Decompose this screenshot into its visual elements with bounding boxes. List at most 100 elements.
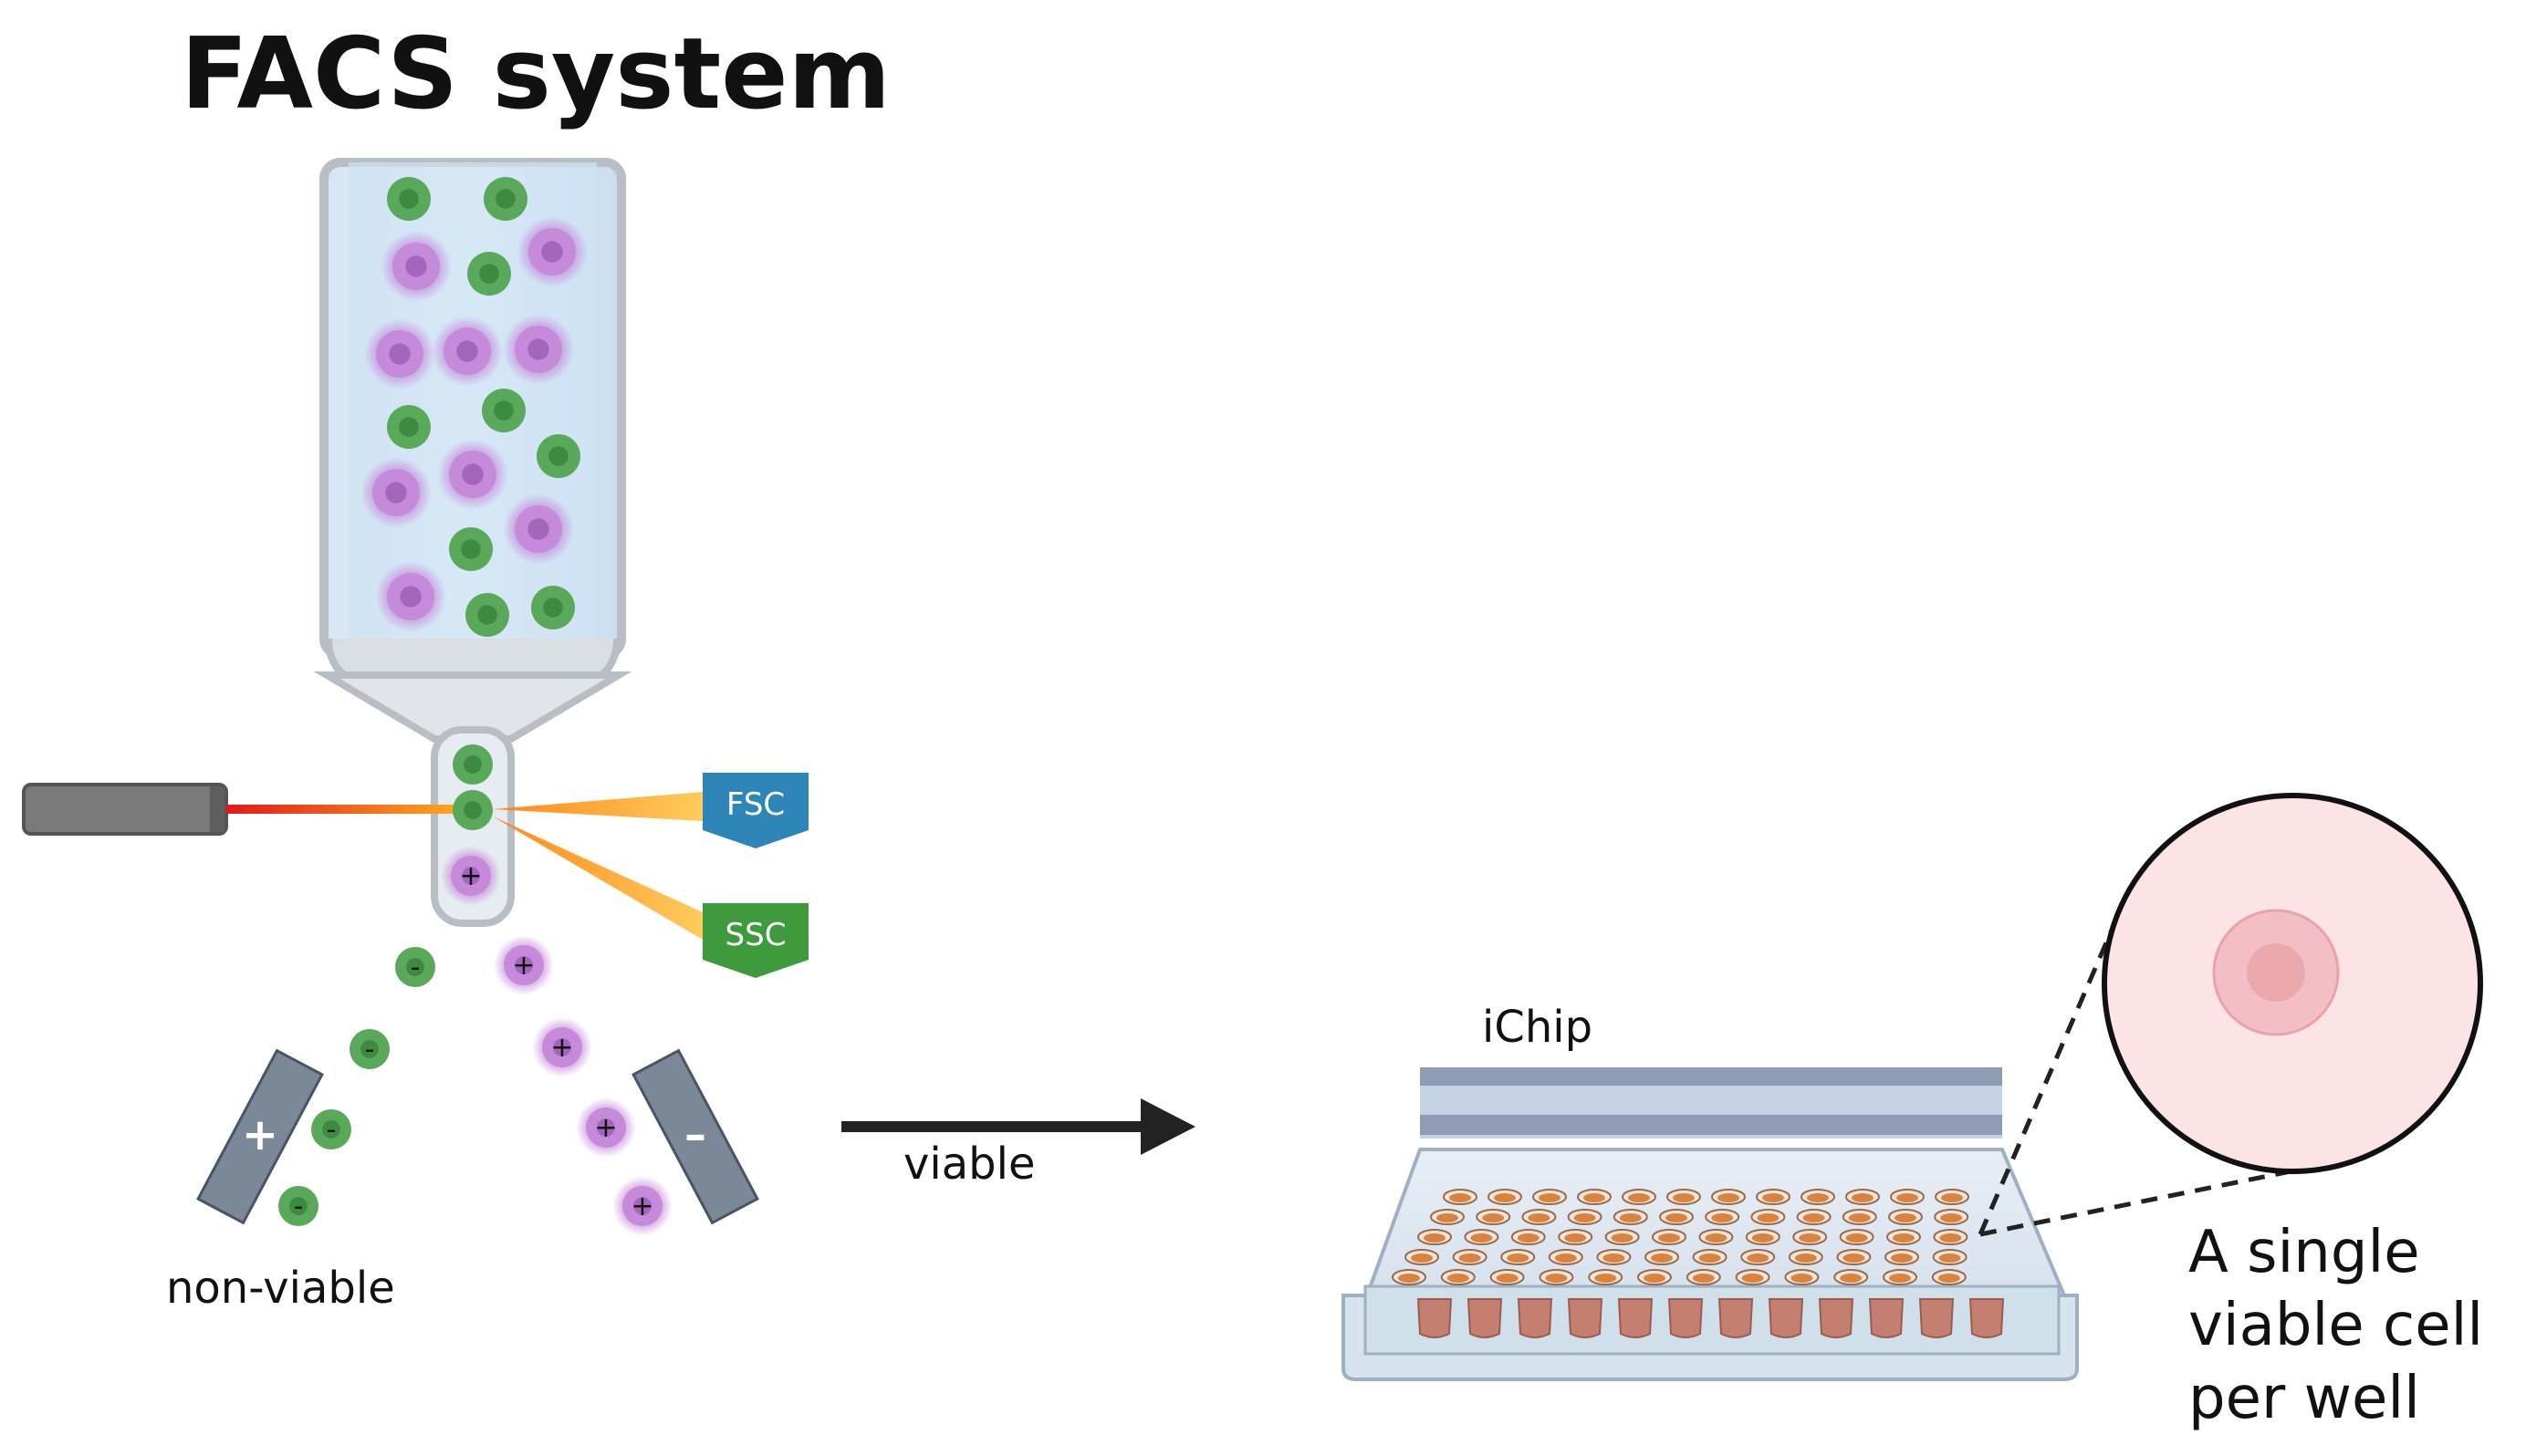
positive-cell-0: + <box>441 846 501 906</box>
callout-text: A single viable cell per well <box>2188 1219 2501 1432</box>
well <box>1788 1249 1823 1265</box>
well <box>1883 1269 1917 1285</box>
well <box>1686 1269 1721 1285</box>
negative-cell-3: - <box>311 1109 351 1149</box>
svg-text:FSC: FSC <box>726 786 785 823</box>
plus-sign: + <box>512 950 535 982</box>
well-tube <box>1416 1298 1453 1338</box>
well <box>1622 1189 1656 1205</box>
purple-cell-6 <box>432 316 503 387</box>
well <box>1839 1229 1874 1245</box>
well <box>1931 1269 1967 1285</box>
well <box>1539 1269 1574 1285</box>
well <box>1711 1189 1746 1205</box>
well-tube <box>1717 1298 1754 1338</box>
callout-line-3: per well <box>2188 1365 2420 1432</box>
well <box>1888 1209 1923 1225</box>
well <box>1476 1209 1511 1225</box>
plus-sign: + <box>631 1191 653 1222</box>
well <box>1596 1249 1632 1265</box>
purple-cell-7 <box>503 314 574 385</box>
laser-icon <box>22 783 473 836</box>
stream-green-cell-2 <box>453 790 493 830</box>
well <box>1417 1229 1452 1245</box>
purple-cell-4 <box>517 216 588 287</box>
green-cell-1 <box>484 177 527 221</box>
well-tube <box>1517 1298 1553 1338</box>
plus-sign: + <box>550 1032 573 1064</box>
green-cell-13 <box>449 527 493 571</box>
green-cell-8 <box>387 405 431 449</box>
purple-cell-11 <box>437 439 508 510</box>
well <box>1487 1189 1522 1205</box>
green-cell-9 <box>482 389 526 432</box>
plus-sign: + <box>594 1112 617 1144</box>
well <box>1644 1249 1679 1265</box>
well <box>1440 1269 1476 1285</box>
fsc-beam <box>493 792 703 821</box>
purple-cell-5 <box>364 318 435 390</box>
negative-cell-1: - <box>395 947 435 987</box>
well <box>1604 1229 1640 1245</box>
well <box>1430 1209 1465 1225</box>
well <box>1532 1189 1567 1205</box>
ssc-beam <box>493 816 703 940</box>
well <box>1548 1249 1583 1265</box>
purple-cell-15 <box>375 561 446 632</box>
well-tube <box>1617 1298 1654 1338</box>
svg-text:SSC: SSC <box>725 917 787 953</box>
well <box>1705 1209 1740 1225</box>
well <box>1890 1189 1925 1205</box>
well-tube <box>1868 1298 1905 1338</box>
non-viable-label: non-viable <box>166 1263 395 1314</box>
purple-cell-2 <box>381 231 452 302</box>
minus-sign: - <box>365 1034 375 1066</box>
well <box>1500 1249 1536 1265</box>
negative-cell-2: - <box>350 1029 390 1069</box>
well <box>1558 1229 1593 1245</box>
well <box>1756 1189 1790 1205</box>
well <box>1404 1249 1439 1265</box>
well <box>1613 1209 1648 1225</box>
well <box>1784 1269 1820 1285</box>
minus-sign: - <box>411 952 421 983</box>
well-tube <box>1818 1298 1854 1338</box>
well <box>1934 1209 1969 1225</box>
stream-green-cell-1 <box>453 744 493 785</box>
well <box>1567 1209 1602 1225</box>
well <box>1935 1189 1969 1205</box>
well <box>1652 1229 1686 1245</box>
viable-label: viable <box>903 1139 1036 1190</box>
sorted-cells: + - - - - + + + + <box>278 744 673 1236</box>
well <box>1692 1249 1727 1265</box>
well <box>1510 1229 1546 1245</box>
well <box>1588 1269 1623 1285</box>
well-callout <box>1978 793 2483 1237</box>
positive-cell-4: + <box>612 1176 673 1236</box>
well <box>1740 1249 1776 1265</box>
ssc-detector: SSC <box>703 903 809 978</box>
well <box>1443 1189 1477 1205</box>
fsc-detector: FSC <box>703 773 809 848</box>
well <box>1521 1209 1557 1225</box>
well <box>1637 1269 1672 1285</box>
positive-cell-2: + <box>532 1017 592 1077</box>
well <box>1833 1269 1869 1285</box>
positive-plate: + <box>196 1048 324 1225</box>
positive-cell-1: + <box>494 935 554 995</box>
negative-cell-4: - <box>278 1186 318 1226</box>
diagram-title: FACS system <box>181 17 891 131</box>
well <box>1932 1249 1968 1265</box>
well-tube <box>1768 1298 1804 1338</box>
green-cell-0 <box>387 177 431 221</box>
well <box>1796 1209 1832 1225</box>
well <box>1392 1269 1426 1285</box>
well <box>1489 1269 1525 1285</box>
callout-line-2: viable cell <box>2188 1292 2483 1359</box>
green-cell-3 <box>467 252 511 296</box>
well-tube <box>1567 1298 1603 1338</box>
positive-cell-3: + <box>576 1097 636 1158</box>
purple-cell-14 <box>503 494 574 565</box>
well-tube <box>1918 1298 1955 1338</box>
